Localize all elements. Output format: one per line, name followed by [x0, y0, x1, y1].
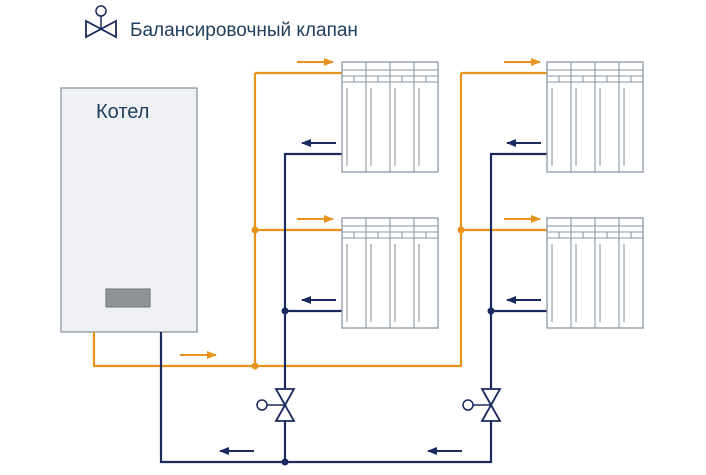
radiator — [546, 61, 644, 173]
radiator — [341, 217, 439, 329]
return-junction — [281, 307, 289, 315]
legend-label: Балансировочный клапан — [130, 20, 358, 41]
return-arrows — [219, 139, 541, 455]
radiators — [341, 61, 644, 329]
return-junction — [281, 458, 289, 466]
radiator — [341, 61, 439, 173]
supply-pipes — [92, 71, 547, 370]
balancing-valve — [256, 388, 296, 422]
boiler-display — [105, 288, 151, 308]
supply-junction — [457, 226, 465, 234]
supply-junction — [251, 362, 259, 370]
balancing-valve-icon — [85, 5, 117, 39]
boiler: Котел — [60, 87, 198, 333]
radiator — [546, 217, 644, 329]
return-junction — [487, 307, 495, 315]
boiler-label: Котел — [96, 101, 149, 123]
supply-arrows — [180, 58, 541, 359]
supply-junction — [251, 226, 259, 234]
balancing-valve — [462, 388, 502, 422]
return-pipes — [159, 152, 547, 466]
